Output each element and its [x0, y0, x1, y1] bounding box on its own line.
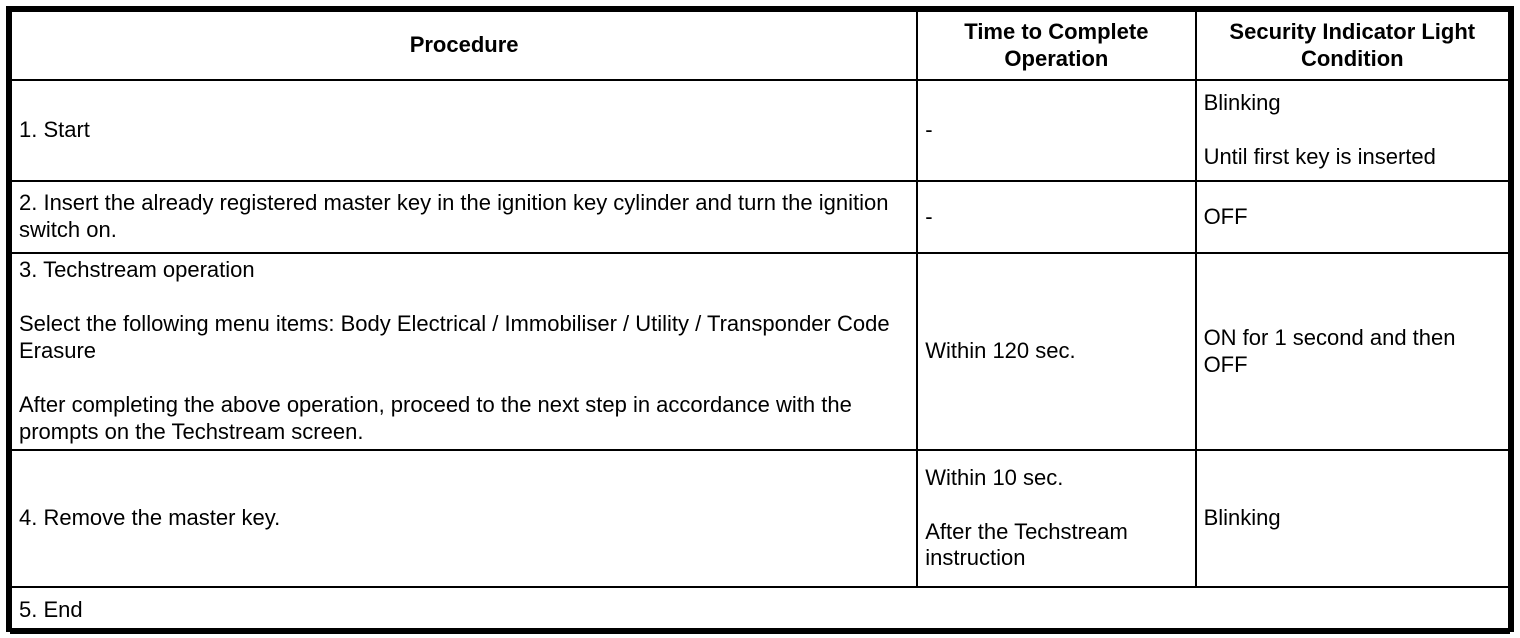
time-text: - — [925, 203, 933, 229]
light-text: Blinking — [1203, 90, 1281, 116]
light-text: ON for 1 second and then OFF — [1203, 324, 1456, 377]
time-cell: - — [916, 79, 1197, 182]
table-row: 2. Insert the already registered master … — [9, 180, 1511, 254]
procedure-text: After completing the above operation, pr… — [19, 391, 852, 444]
column-header-time: Time to Complete Operation — [916, 10, 1197, 81]
procedure-cell: 1. Start — [9, 79, 919, 182]
procedure-cell: 5. End — [10, 586, 1510, 634]
light-text: Until first key is inserted — [1203, 144, 1436, 169]
procedure-text: 4. Remove the master key. — [19, 505, 281, 531]
procedure-text: 1. Start — [19, 117, 90, 143]
light-cell: Blinking — [1194, 449, 1511, 588]
table-row: 5. End — [10, 586, 1510, 634]
procedure-text: 3. Techstream operation — [19, 257, 255, 283]
procedure-text: 2. Insert the already registered master … — [19, 190, 889, 242]
time-cell: - — [916, 180, 1197, 254]
column-header-procedure: Procedure — [9, 10, 919, 81]
table-row: 4. Remove the master key. Within 10 sec. A… — [9, 449, 1511, 588]
procedure-text: Select the following menu items: Body El… — [19, 311, 890, 364]
time-text: After the Techstream instruction — [925, 518, 1128, 571]
procedure-cell: 4. Remove the master key. — [9, 449, 919, 588]
light-text: Blinking — [1203, 505, 1281, 531]
time-text: Within 10 sec. — [925, 464, 1064, 490]
procedure-text: 5. End — [19, 596, 83, 622]
time-text: - — [925, 117, 933, 143]
time-text: Within 120 sec. — [925, 338, 1076, 364]
column-header-light: Security Indicator Light Condition — [1194, 10, 1511, 81]
light-cell: OFF — [1194, 180, 1511, 254]
procedure-cell: 2. Insert the already registered master … — [9, 180, 919, 254]
time-cell: Within 120 sec. — [916, 252, 1197, 451]
light-cell: ON for 1 second and then OFF — [1194, 252, 1511, 451]
light-text: OFF — [1203, 203, 1248, 229]
time-cell: Within 10 sec. After the Techstream instr… — [916, 449, 1197, 588]
